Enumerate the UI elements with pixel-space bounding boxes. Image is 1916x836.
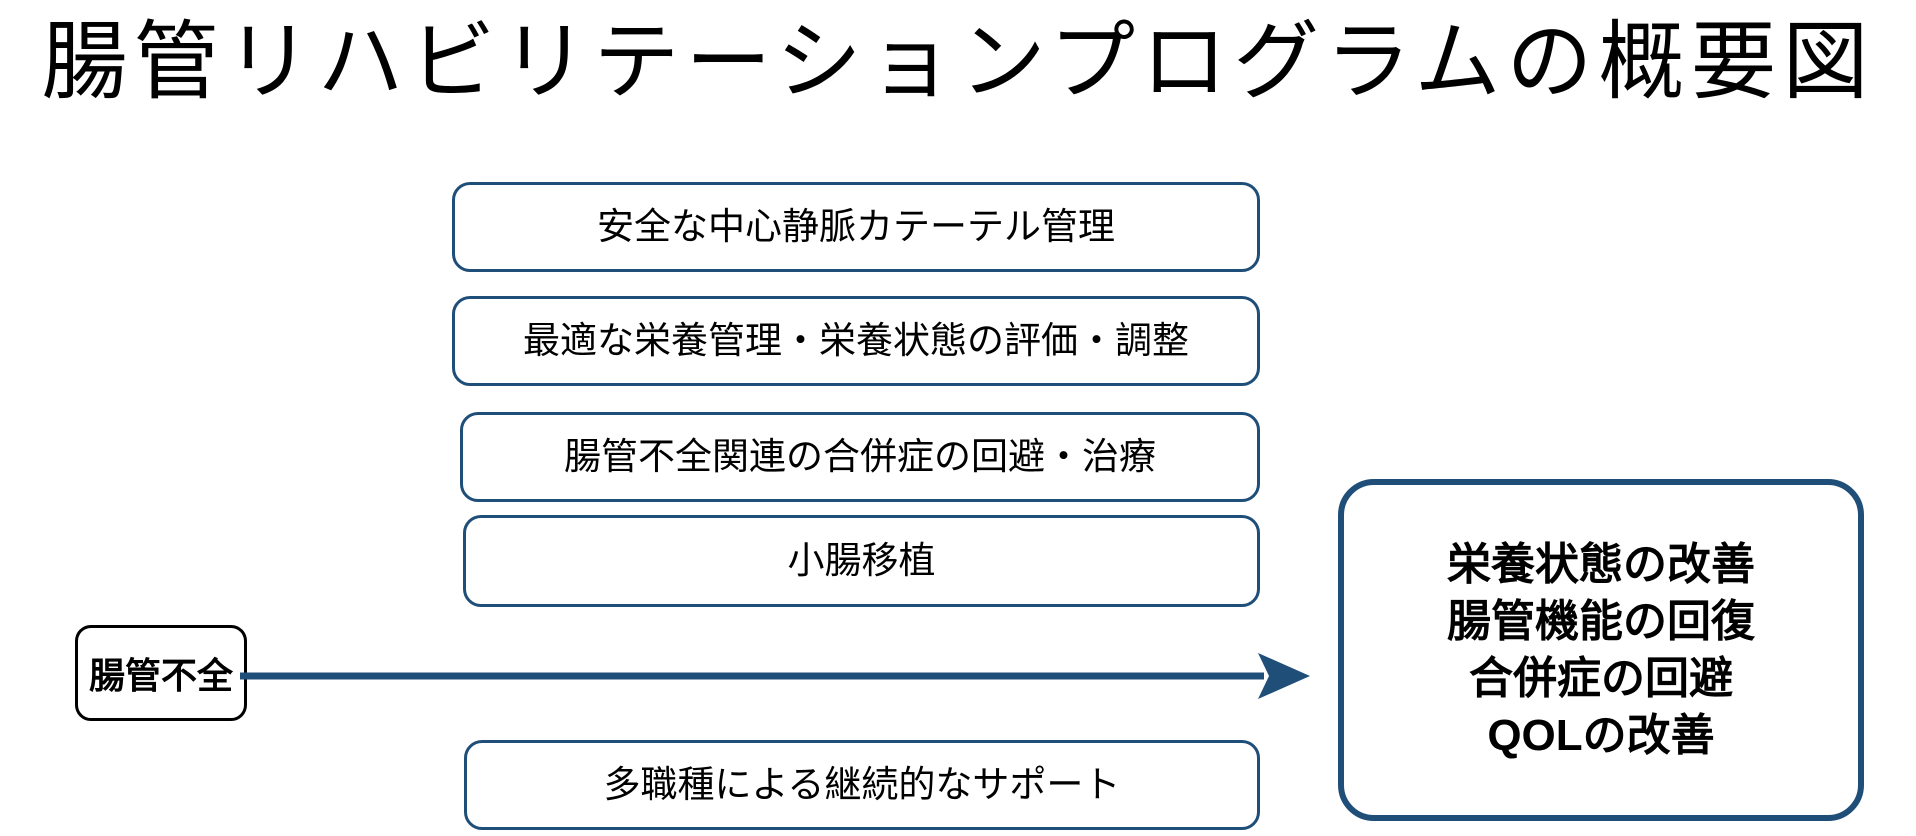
process-box-transplant: 小腸移植 bbox=[463, 515, 1260, 607]
outcome-line-1: 栄養状態の改善 bbox=[1447, 539, 1755, 589]
process-box-support: 多職種による継続的なサポート bbox=[464, 740, 1260, 830]
outcome-line-3: 合併症の回避 bbox=[1469, 654, 1733, 703]
outcome-box: 栄養状態の改善 腸管機能の回復 合併症の回避 QOLの改善 bbox=[1338, 479, 1864, 821]
outcome-line-2: 腸管機能の回復 bbox=[1447, 596, 1755, 646]
page-title: 腸管リハビリテーションプログラムの概要図 bbox=[41, 14, 1875, 110]
outcome-line-4: QOLの改善 bbox=[1487, 711, 1715, 761]
process-box-nutrition: 最適な栄養管理・栄養状態の評価・調整 bbox=[452, 296, 1260, 386]
process-box-complications: 腸管不全関連の合併症の回避・治療 bbox=[460, 412, 1260, 502]
rightward-flow-arrow-icon bbox=[240, 653, 1310, 699]
source-box-intestinal-failure: 腸管不全 bbox=[75, 625, 247, 721]
process-box-catheter: 安全な中心静脈カテーテル管理 bbox=[452, 182, 1260, 272]
